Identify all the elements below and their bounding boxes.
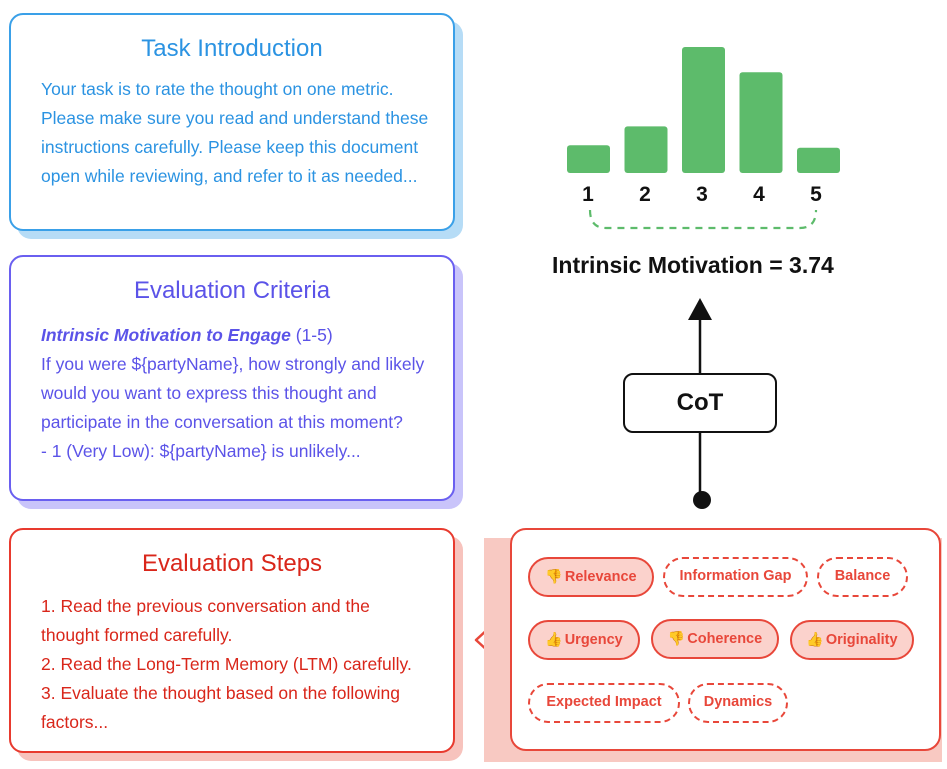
thumbs-down-icon: 👎 bbox=[667, 630, 686, 646]
dashed-bracket bbox=[588, 209, 818, 230]
factor-label: Relevance bbox=[564, 569, 637, 585]
evaluation-steps-title: Evaluation Steps bbox=[141, 550, 323, 577]
factor-pill-coherence: 👎Coherence bbox=[651, 619, 779, 659]
metric-name: Intrinsic Motivation to Engage bbox=[41, 325, 291, 345]
factor-label: Expected Impact bbox=[546, 694, 662, 710]
metric-range: (1-5) bbox=[290, 325, 333, 345]
metric-scale-line: - 1 (Very Low): ${partyName} is unlikely… bbox=[41, 441, 361, 461]
tick-label: 3 bbox=[696, 183, 708, 206]
score-result: Intrinsic Motivation = 3.74 bbox=[552, 252, 834, 278]
factor-label: Coherence bbox=[687, 631, 763, 647]
factor-label: Originality bbox=[825, 632, 898, 648]
thumbs-up-icon: 👍 bbox=[806, 631, 824, 647]
distribution-bars bbox=[567, 47, 840, 173]
factor-pill-information-gap: Information Gap bbox=[663, 557, 808, 597]
thumbs-up-icon: 👍 bbox=[545, 631, 563, 647]
evaluation-steps-card: Evaluation Steps 1. Read the previous co… bbox=[9, 528, 455, 753]
tick-label: 2 bbox=[639, 183, 651, 206]
distribution-bar-4 bbox=[739, 72, 783, 173]
tick-label: 1 bbox=[582, 183, 594, 206]
evaluation-criteria-text: Intrinsic Motivation to Engage (1-5) If … bbox=[11, 317, 453, 466]
step-item: 1. Read the previous conversation and th… bbox=[41, 596, 370, 645]
task-introduction-title: Task Introduction bbox=[141, 35, 323, 62]
factor-pill-expected-impact: Expected Impact bbox=[528, 683, 680, 723]
step-item: 2. Read the Long-Term Memory (LTM) caref… bbox=[41, 654, 412, 674]
distribution-bar-2 bbox=[624, 126, 668, 173]
distribution-bar-3 bbox=[682, 47, 725, 173]
evaluation-criteria-card: Evaluation Criteria Intrinsic Motivation… bbox=[9, 255, 455, 501]
tick-label: 5 bbox=[810, 183, 822, 206]
tick-label: 4 bbox=[753, 183, 765, 206]
cot-box: CoT bbox=[623, 373, 777, 433]
distribution-bar-5 bbox=[797, 147, 840, 173]
factor-label: Balance bbox=[834, 568, 891, 584]
distribution-bar-1 bbox=[567, 145, 610, 173]
connector-dot-icon bbox=[693, 491, 711, 509]
factor-pill-urgency: 👍Urgency bbox=[528, 620, 640, 660]
factor-label: Dynamics bbox=[703, 694, 773, 710]
factor-label: Urgency bbox=[564, 632, 623, 648]
thumbs-down-icon: 👎 bbox=[545, 568, 563, 584]
metric-question: If you were ${partyName}, how strongly a… bbox=[41, 354, 425, 432]
arrow-head-icon bbox=[688, 298, 712, 320]
task-introduction-text: Your task is to rate the thought on one … bbox=[41, 79, 429, 186]
factor-pill-balance: Balance bbox=[817, 557, 908, 597]
evaluation-steps-list: 1. Read the previous conversation and th… bbox=[11, 592, 453, 737]
step-item: 3. Evaluate the thought based on the fol… bbox=[41, 683, 401, 732]
factor-pill-relevance: 👎Relevance bbox=[528, 557, 654, 597]
factor-pill-dynamics: Dynamics bbox=[688, 683, 788, 723]
metric-heading: Intrinsic Motivation to Engage (1-5) bbox=[41, 321, 433, 350]
evaluation-criteria-title: Evaluation Criteria bbox=[133, 277, 331, 304]
factor-label: Information Gap bbox=[679, 568, 792, 584]
factor-pill-originality: 👍Originality bbox=[790, 620, 914, 660]
task-introduction-card: Task Introduction Your task is to rate t… bbox=[9, 13, 455, 231]
